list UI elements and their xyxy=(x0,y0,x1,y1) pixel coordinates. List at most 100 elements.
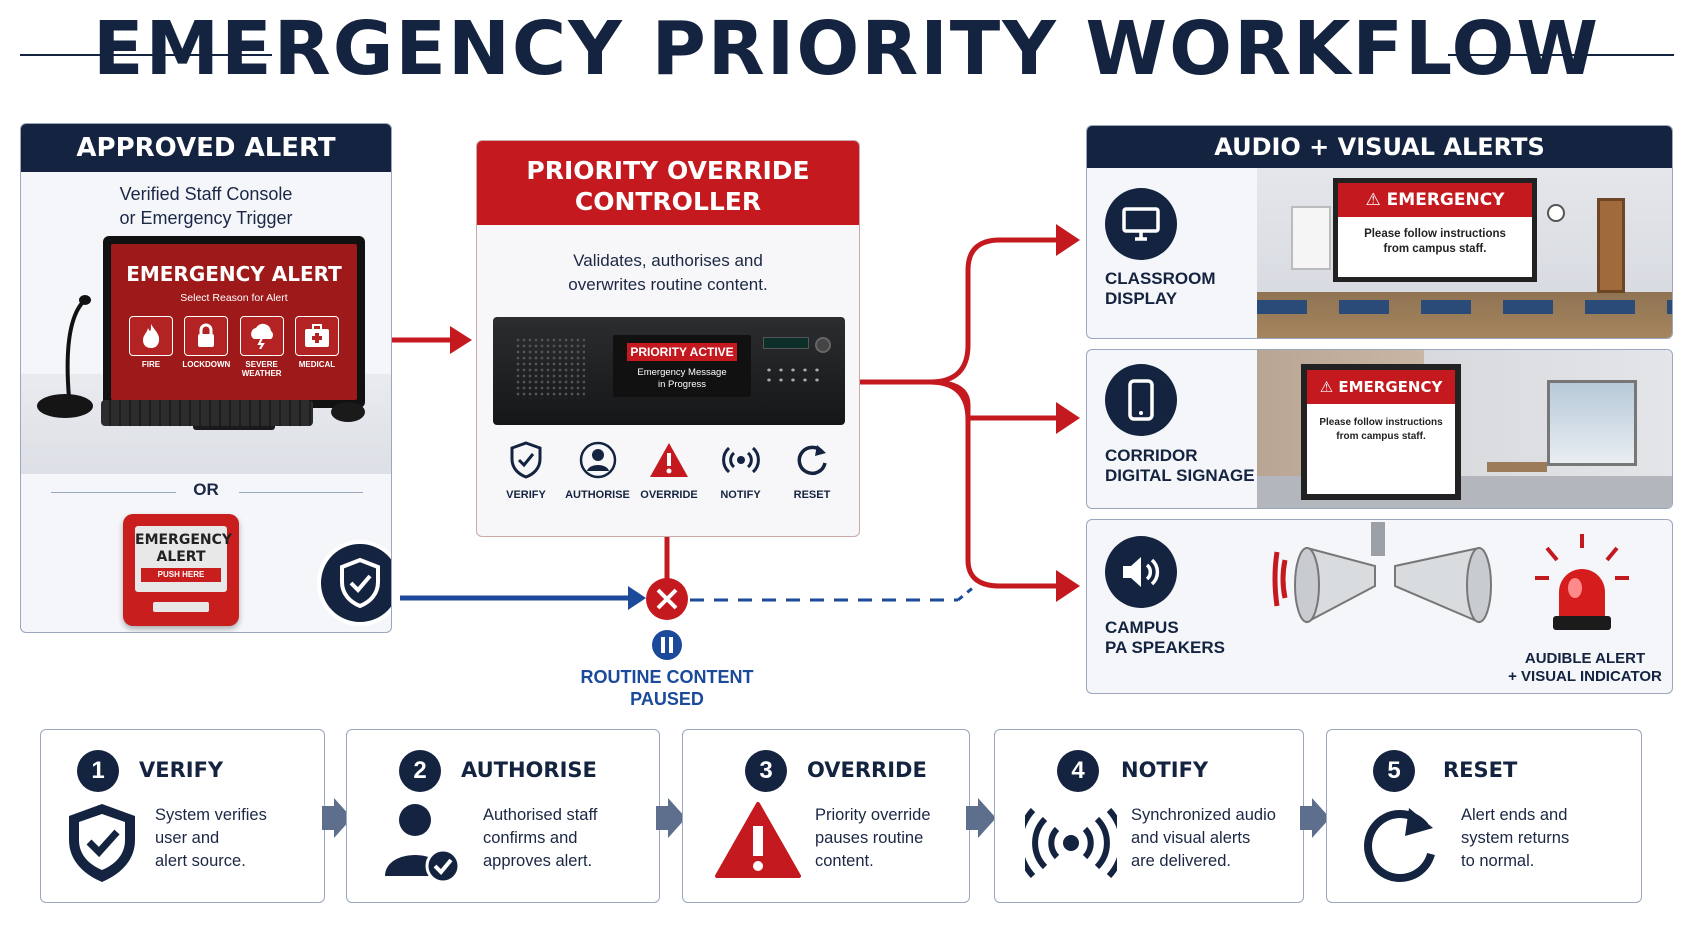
step-number: 3 xyxy=(745,750,787,792)
step-title: VERIFY xyxy=(139,758,224,782)
step-number: 1 xyxy=(77,750,119,792)
classroom-scene: ⚠ EMERGENCY ALERT Please follow instruct… xyxy=(1257,168,1672,338)
broadcast-icon xyxy=(1025,808,1117,878)
storm-icon xyxy=(250,323,273,349)
override-step-notify: NOTIFY xyxy=(706,441,776,501)
classroom-display-label: CLASSROOM DISPLAY xyxy=(1105,269,1216,308)
shield-check-icon xyxy=(69,804,135,882)
arrowhead-classroom xyxy=(1056,224,1080,256)
or-label: OR xyxy=(193,480,219,499)
device-screen: PRIORITY ACTIVE Emergency Message in Pro… xyxy=(613,335,751,397)
step-arrow-icon xyxy=(966,798,996,838)
step-arrow-icon xyxy=(1300,798,1330,838)
staff-console-monitor: EMERGENCY ALERT Select Reason for Alert … xyxy=(103,236,365,408)
pause-icon xyxy=(652,630,682,660)
console-alert-title: EMERGENCY ALERT xyxy=(126,262,342,286)
priority-active-label: PRIORITY ACTIVE xyxy=(627,343,737,361)
step-title: OVERRIDE xyxy=(807,758,927,782)
shield-check-icon xyxy=(510,441,542,479)
speaker-icon xyxy=(1123,557,1160,587)
page-title: EMERGENCY PRIORITY WORKFLOW xyxy=(92,6,1601,92)
clock-icon xyxy=(1547,204,1565,222)
arrowhead-pa xyxy=(1056,570,1080,602)
lock-icon xyxy=(198,323,215,347)
pa-speakers-label: CAMPUS PA SPEAKERS xyxy=(1105,618,1225,657)
step-number: 2 xyxy=(399,750,441,792)
corridor-signage-panel: CORRIDOR DIGITAL SIGNAGE ⚠ EMERGENCY ALE… xyxy=(1086,349,1673,509)
user-icon xyxy=(579,441,616,479)
beacon-light-icon xyxy=(1535,534,1629,630)
step-card-reset: 5 RESET Alert ends and system returns to… xyxy=(1326,729,1642,903)
classroom-display-panel: AUDIO + VISUAL ALERTS CLASSROOM DISPLAY … xyxy=(1086,125,1673,339)
device-lcd xyxy=(763,337,809,349)
step-title: NOTIFY xyxy=(1121,758,1209,782)
arrowhead-corridor xyxy=(1056,402,1080,434)
door xyxy=(1597,198,1625,293)
override-step-authorise: AUTHORISE xyxy=(563,441,633,501)
approved-alert-panel: APPROVED ALERT Verified Staff Console or… xyxy=(20,123,392,633)
override-heading: PRIORITY OVERRIDE CONTROLLER xyxy=(477,141,859,225)
horn-speakers-icon xyxy=(1272,522,1492,624)
arrow-approved-to-override xyxy=(392,326,472,354)
override-step-reset: RESET xyxy=(777,441,847,501)
step-number: 4 xyxy=(1057,750,1099,792)
step-card-override: 3 OVERRIDE Priority override pauses rout… xyxy=(682,729,970,903)
approved-subtitle: Verified Staff Console or Emergency Trig… xyxy=(119,184,293,228)
reason-medical-button[interactable]: MEDICAL xyxy=(291,316,343,378)
step-title: AUTHORISE xyxy=(461,758,597,782)
reason-lockdown-button[interactable]: LOCKDOWN xyxy=(180,316,232,378)
user-check-icon xyxy=(385,804,461,884)
device-buttons xyxy=(763,365,823,385)
speaker-icon-badge xyxy=(1105,536,1177,608)
emergency-call-point-button[interactable]: EMERGENCY ALERT PUSH HERE xyxy=(123,514,239,626)
mouse xyxy=(331,402,365,422)
step-card-verify: 1 VERIFY System verifies user and alert … xyxy=(40,729,325,903)
override-controller-device: PRIORITY ACTIVE Emergency Message in Pro… xyxy=(493,317,845,425)
step-description: Synchronized audio and visual alerts are… xyxy=(1131,806,1276,870)
classroom-sign: ⚠ EMERGENCY ALERT Please follow instruct… xyxy=(1333,178,1537,282)
override-description: Validates, authorises and overwrites rou… xyxy=(568,251,768,294)
outputs-heading: AUDIO + VISUAL ALERTS xyxy=(1087,126,1672,168)
push-here-label: PUSH HERE xyxy=(141,568,221,582)
broadcast-icon xyxy=(721,446,760,474)
override-step-verify: VERIFY xyxy=(491,441,561,501)
keyboard xyxy=(101,400,313,426)
verified-badge xyxy=(317,540,391,626)
step-arrow-icon xyxy=(322,798,352,838)
step-description: Priority override pauses routine content… xyxy=(815,806,931,870)
bench xyxy=(1487,462,1547,472)
step-card-notify: 4 NOTIFY Synchronized audio and visual a… xyxy=(994,729,1304,903)
override-step-icons: VERIFY AUTHORISE OVERRIDE NOTIFY RESET xyxy=(491,441,847,501)
reset-icon xyxy=(797,445,827,476)
step-description: System verifies user and alert source. xyxy=(155,806,267,870)
step-description: Alert ends and system returns to normal. xyxy=(1461,806,1570,870)
step-card-authorise: 2 AUTHORISE Authorised staff confirms an… xyxy=(346,729,660,903)
display-icon-badge xyxy=(1105,188,1177,260)
corridor-window xyxy=(1547,380,1637,466)
title-rule-left xyxy=(20,54,272,56)
arrow-override-to-outputs xyxy=(860,237,1060,589)
approved-alert-heading: APPROVED ALERT xyxy=(21,124,391,172)
step-title: RESET xyxy=(1443,758,1518,782)
mobile-device-icon xyxy=(1128,379,1154,421)
step-description: Authorised staff confirms and approves a… xyxy=(483,806,598,870)
title-rule-right xyxy=(1448,54,1674,56)
fire-icon xyxy=(143,324,160,348)
warning-icon xyxy=(650,443,688,477)
corridor-sign: ⚠ EMERGENCY ALERT Please follow instruct… xyxy=(1301,364,1461,500)
console-screen: EMERGENCY ALERT Select Reason for Alert … xyxy=(111,244,357,400)
microphone-icon xyxy=(37,295,93,418)
reason-weather-button[interactable]: SEVERE WEATHER xyxy=(236,316,288,378)
audible-visual-label: AUDIBLE ALERT + VISUAL INDICATOR xyxy=(1508,650,1662,685)
device-knob[interactable] xyxy=(815,337,831,353)
bypass-arrowhead xyxy=(628,586,646,610)
reason-fire-button[interactable]: FIRE xyxy=(125,316,177,378)
console-alert-subtitle: Select Reason for Alert xyxy=(180,292,288,304)
step-arrow-icon xyxy=(656,798,686,838)
phone-icon-badge xyxy=(1105,364,1177,436)
override-step-override: OVERRIDE xyxy=(634,441,704,501)
reset-icon xyxy=(1364,808,1435,882)
routine-paused-label: ROUTINE CONTENT PAUSED xyxy=(580,667,754,709)
monitor-icon xyxy=(1122,207,1160,241)
